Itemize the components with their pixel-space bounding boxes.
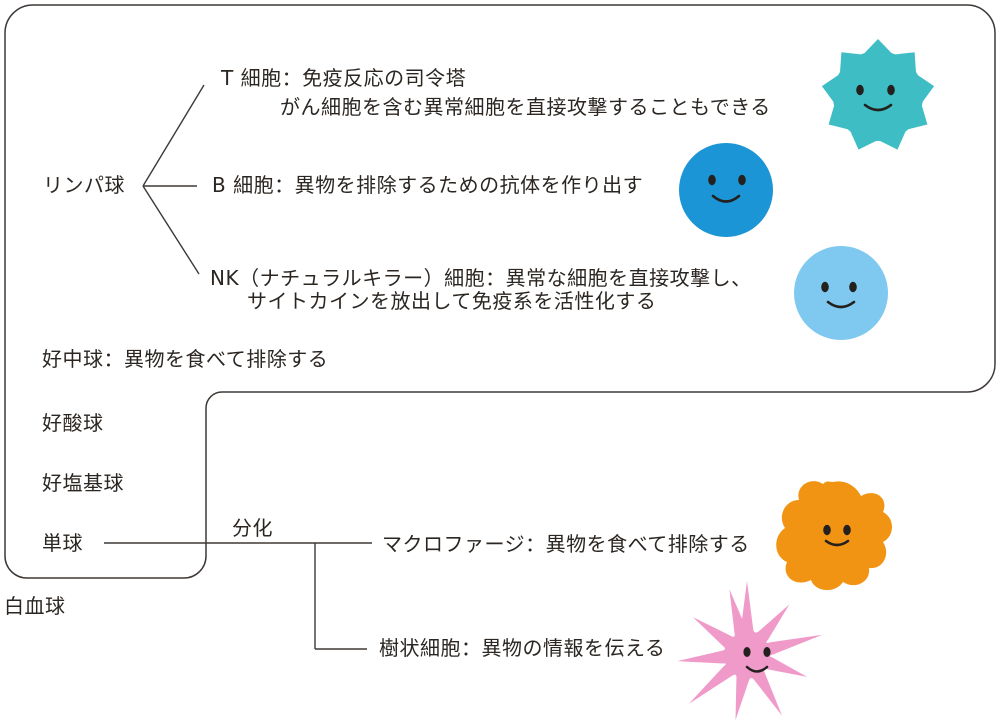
b-cell-smile [711,194,741,203]
basophil-label: 好塩基球 [42,471,124,495]
leukocyte-label: 白血球 [4,594,66,618]
b-cell-body [679,143,773,237]
t-cell-right-eye [887,84,895,96]
dendritic-cell-illustration [677,581,823,720]
macrophage-body [776,481,892,591]
nk-cell-illustration [794,246,888,340]
nk-cell-body [794,246,888,340]
dendritic-cell-face [743,647,771,673]
dendritic-cell-right-eye [763,647,771,657]
branch-to-nk-cell [142,185,200,275]
macrophage-label: マクロファージ：異物を食べて排除する [382,532,750,556]
macrophage-smile [824,539,850,547]
leukocyte-group-outline [4,4,996,579]
macrophage-left-eye [823,524,831,536]
nk-cell-face [821,281,857,309]
t-cell-smile [863,103,893,112]
nk-cell-label-line1: NK（ナチュラルキラー）細胞：異常な細胞を直接攻撃し、 [210,266,752,290]
b-cell-face [708,174,746,203]
monocyte-branches [104,542,372,650]
lymphocyte-label: リンパ球 [43,173,125,197]
b-cell-right-eye [738,174,746,186]
lymphocyte-branches [142,84,205,275]
b-cell-left-eye [708,174,716,186]
macrophage-face [823,524,851,547]
dendritic-cell-left-eye [743,647,751,657]
macrophage-right-eye [843,524,851,536]
dendritic-cell-smile [745,665,769,673]
t-cell-body [821,39,935,150]
nk-cell-smile [826,300,856,309]
nk-cell-right-eye [849,281,857,293]
t-cell-circle [833,51,923,141]
differentiation-label: 分化 [232,516,273,540]
monocyte-label: 単球 [42,531,83,555]
t-cell-illustration [821,39,935,150]
eosinophil-label: 好酸球 [42,411,104,435]
t-cell-label-line2: がん細胞を含む異常細胞を直接攻撃することもできる [280,95,771,119]
macrophage-illustration [776,481,892,591]
t-cell-face [856,84,895,112]
b-cell-illustration [679,143,773,237]
nk-cell-left-eye [821,281,829,293]
dendritic-cell-label: 樹状細胞：異物の情報を伝える [379,636,666,660]
branch-to-t-cell [142,84,205,187]
t-cell-left-eye [856,84,864,96]
t-cell-label-line1: T 細胞：免疫反応の司令塔 [221,66,467,90]
nk-cell-label-line2: サイトカインを放出して免疫系を活性化する [247,289,657,313]
b-cell-label: B 細胞：異物を排除するための抗体を作り出す [212,173,644,197]
neutrophil-label: 好中球：異物を食べて排除する [42,347,329,371]
